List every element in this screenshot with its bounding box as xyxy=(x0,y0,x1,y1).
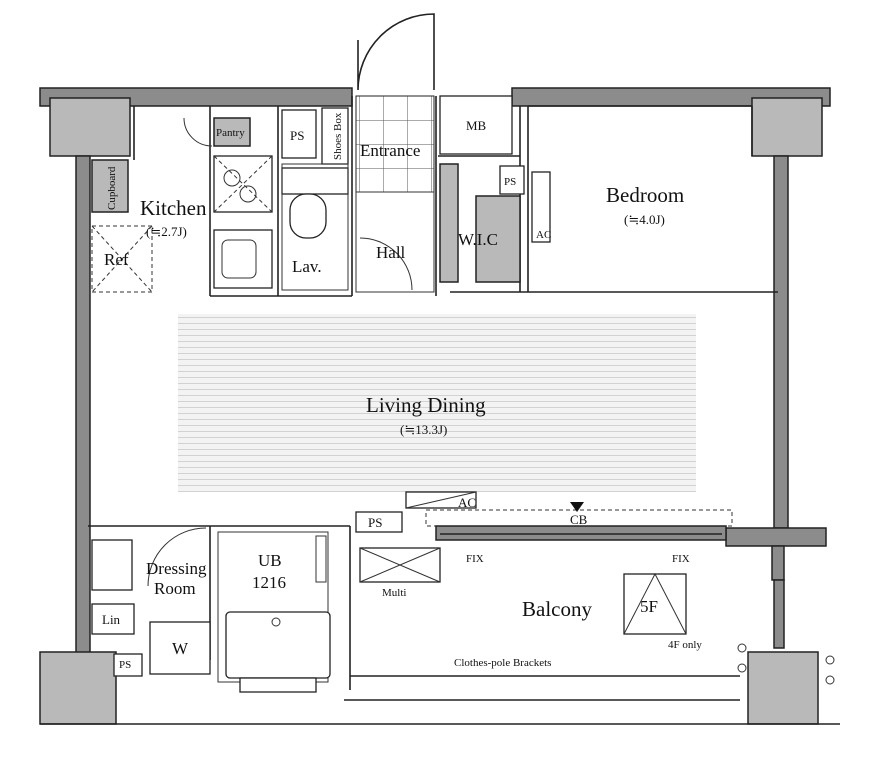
hall-label: Hall xyxy=(376,243,406,262)
dressing-label-1: Dressing xyxy=(146,559,207,578)
living-floor xyxy=(178,314,696,492)
stove xyxy=(213,155,273,213)
lav-label: Lav. xyxy=(292,257,322,276)
pantry-label: Pantry xyxy=(216,127,245,139)
dressing-label-2: Room xyxy=(154,579,196,598)
ps-living xyxy=(355,511,403,533)
ub-label-2: 1216 xyxy=(252,573,286,592)
balcony-label: Balcony xyxy=(522,597,592,621)
ps-living-label: PS xyxy=(368,515,382,530)
ps-wic xyxy=(499,165,525,195)
cb-marker xyxy=(570,502,584,512)
floor-mark-label: 5F xyxy=(640,597,658,616)
vanity xyxy=(281,167,349,195)
only-4f-label: 4F only xyxy=(668,639,702,651)
cb-label: CB xyxy=(570,512,588,527)
w-label: W xyxy=(172,639,189,658)
ref-space xyxy=(91,225,153,293)
washer xyxy=(149,621,211,675)
ps-top-label: PS xyxy=(290,128,304,143)
shoes-box xyxy=(321,107,349,165)
wic-label: W.I.C xyxy=(458,230,498,249)
dressing-shelf xyxy=(91,539,133,591)
cupboard xyxy=(91,159,129,213)
multi-label: Multi xyxy=(382,587,406,599)
pantry xyxy=(213,117,251,147)
toilet xyxy=(289,193,327,239)
ac-bedroom xyxy=(531,171,551,243)
sink xyxy=(213,229,273,289)
ps-bottom-label: PS xyxy=(119,659,131,671)
living-label: Living Dining xyxy=(366,393,486,417)
exterior-walls xyxy=(39,87,840,725)
lin-cabinet xyxy=(91,603,135,635)
fix-left-label: FIX xyxy=(466,553,484,565)
bathtub xyxy=(225,611,331,679)
mb-box xyxy=(439,95,513,155)
kitchen-area: (≒2.7J) xyxy=(146,224,187,239)
ac-bedroom-label: AC xyxy=(536,229,551,241)
ref-label: Ref xyxy=(104,250,129,269)
cupboard-label: Cupboard xyxy=(106,166,118,210)
kitchen-label: Kitchen xyxy=(140,196,207,220)
bedroom-label: Bedroom xyxy=(606,183,684,207)
ub-label-1: UB xyxy=(258,551,282,570)
shoes-box-label: Shoes Box xyxy=(332,112,344,160)
mb-label: MB xyxy=(466,118,487,133)
entrance-tile xyxy=(355,95,435,193)
ps-wic-label: PS xyxy=(504,176,516,188)
ps-box xyxy=(281,109,317,159)
entrance-label: Entrance xyxy=(360,141,420,160)
ac-living-label: AC xyxy=(458,495,476,510)
entrance-door[interactable] xyxy=(357,13,435,91)
lin-label: Lin xyxy=(102,612,121,627)
living-area: (≒13.3J) xyxy=(400,422,447,437)
ps-bottom xyxy=(113,653,143,677)
bedroom-area: (≒4.0J) xyxy=(624,212,665,227)
clothes-pole-label: Clothes-pole Brackets xyxy=(454,657,551,669)
fix-right-label: FIX xyxy=(672,553,690,565)
